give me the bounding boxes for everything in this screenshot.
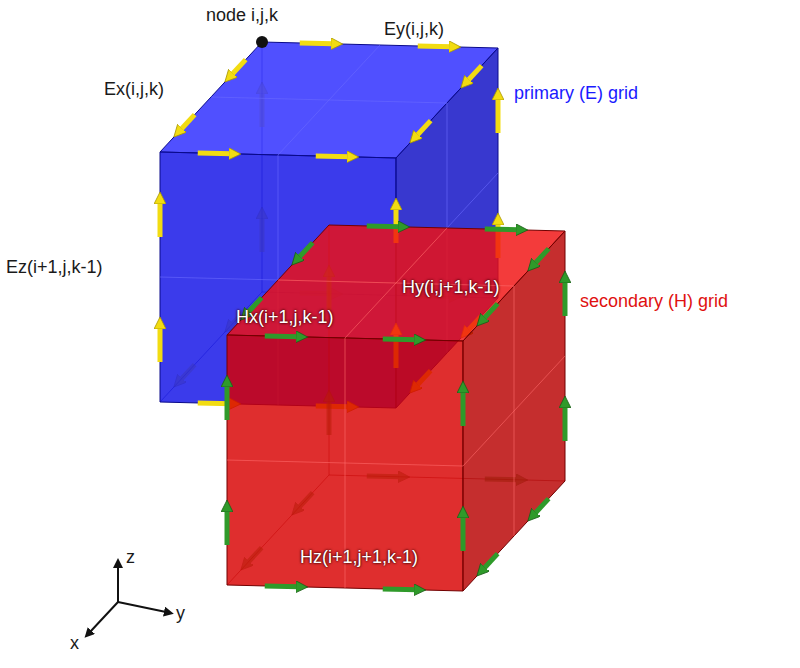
field-arrow [483, 554, 498, 570]
grid-cubes [160, 42, 565, 591]
field-arrow [563, 405, 568, 441]
field-arrow [300, 40, 334, 46]
field-arrow [418, 43, 452, 49]
label-slot: Hy(i,j+1,k-1) [402, 278, 500, 298]
field-arrow [467, 66, 482, 82]
label-slot: z [126, 548, 135, 568]
label-slot: Hz(i+1,j+1,k-1) [300, 548, 418, 568]
field-arrow [225, 509, 230, 545]
field-arrow [563, 280, 568, 316]
field-arrow [198, 150, 232, 156]
field-label: Hz(i+1,j+1,k-1) [300, 547, 418, 567]
field-arrow [534, 249, 549, 265]
field-arrow [265, 333, 299, 339]
grid-line [227, 460, 463, 466]
label-slot: y [176, 604, 185, 624]
field-label: Ex(i,j,k) [104, 79, 164, 99]
label-slot: x [70, 634, 79, 654]
grid-line [463, 356, 565, 466]
axis-label: x [70, 633, 79, 653]
field-arrow [416, 121, 431, 137]
field-label: Hx(i+1,j,k-1) [236, 307, 334, 327]
field-arrow [483, 304, 498, 320]
field-arrow [367, 223, 401, 229]
axis-label: z [126, 547, 135, 567]
node-dot [256, 36, 268, 48]
label-slot: secondary (H) grid [580, 292, 728, 312]
field-arrow [461, 515, 466, 551]
axis-triad [90, 566, 166, 632]
node-label: node i,j,k [206, 5, 278, 25]
field-label: Ez(i+1,j,k-1) [6, 257, 103, 277]
label-slot: Hx(i+1,j,k-1) [236, 308, 334, 328]
field-arrow [496, 97, 501, 133]
field-arrow [225, 384, 230, 420]
label-slot: node i,j,k [206, 6, 278, 26]
secondary-cube [227, 225, 565, 591]
field-arrow [158, 326, 163, 362]
field-arrow [316, 153, 350, 159]
label-slot: Ez(i+1,j,k-1) [6, 258, 103, 278]
field-arrow [534, 499, 549, 515]
grid-name: secondary (H) grid [580, 291, 728, 311]
grid-line [278, 45, 380, 155]
field-arrow [383, 336, 417, 342]
field-arrow [383, 586, 417, 592]
field-arrow [485, 226, 519, 232]
axis-label: y [176, 603, 185, 623]
label-slot: Ey(i,j,k) [384, 20, 444, 40]
field-arrow [231, 60, 246, 76]
field-arrow [298, 243, 313, 259]
label-slot: primary (E) grid [514, 84, 638, 104]
field-arrow [265, 583, 299, 589]
field-arrow [180, 115, 195, 131]
field-label: Hy(i,j+1,k-1) [402, 277, 500, 297]
label-slot: Ex(i,j,k) [104, 80, 164, 100]
grid-name: primary (E) grid [514, 83, 638, 103]
field-arrow [461, 390, 466, 426]
field-label: Ey(i,j,k) [384, 19, 444, 39]
cube-face [227, 335, 463, 591]
field-arrow [158, 201, 163, 237]
